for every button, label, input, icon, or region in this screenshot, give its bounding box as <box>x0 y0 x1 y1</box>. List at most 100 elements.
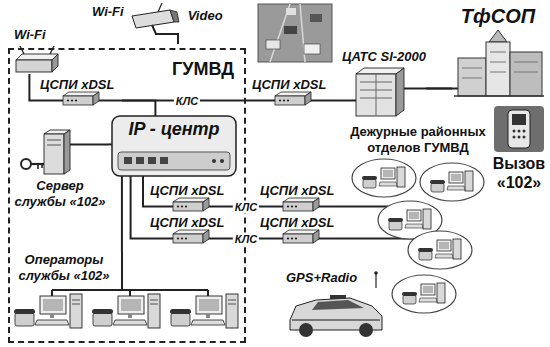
desk-icon <box>430 171 473 192</box>
modem-icon <box>63 92 99 105</box>
bus-line <box>121 252 123 290</box>
node-label: ЦСПИ xDSL <box>252 78 334 92</box>
node-label: ЦСПИ xDSL <box>150 184 232 198</box>
ip-center: IP - центр <box>112 116 236 176</box>
car-wheel <box>299 323 313 337</box>
key-tooth <box>41 164 43 168</box>
car-lightbar <box>330 295 346 299</box>
server-slot <box>47 145 61 146</box>
connector-line <box>342 206 346 208</box>
server-side <box>64 130 70 174</box>
camera-mount <box>152 25 178 44</box>
server-slot <box>47 140 61 141</box>
phone-key <box>513 136 516 139</box>
node-label: GPS+Radio <box>286 270 384 286</box>
phone-photo <box>494 106 544 152</box>
ip-port <box>124 157 132 164</box>
car-antenna <box>375 273 376 288</box>
duty-wire <box>346 206 388 208</box>
edge-label: КЛС <box>233 232 259 245</box>
edge-label: КЛС <box>233 200 259 213</box>
wifi-router: Wi-Fi <box>14 28 58 74</box>
modem-icon <box>275 92 311 105</box>
operators-group: Операторы службы «102» <box>12 252 242 340</box>
ip-led <box>220 159 224 163</box>
node-label: ГУМВД <box>172 58 234 80</box>
phone-key <box>513 130 516 133</box>
modem-box: ЦСПИ xDSL <box>260 216 342 246</box>
connector-line <box>143 176 150 207</box>
bus-drop <box>129 290 131 296</box>
car-wheel <box>359 323 373 337</box>
node-label: Операторы службы «102» <box>12 252 116 284</box>
building-spire <box>489 30 507 42</box>
car-box: GPS+Radio <box>286 270 384 340</box>
exchange-wire <box>404 88 458 90</box>
modem-icon <box>173 198 209 211</box>
building-window <box>462 68 482 69</box>
connector-line <box>121 176 123 252</box>
department-ellipse <box>420 163 484 201</box>
desk-icon <box>402 283 445 304</box>
duty-group: Дежурные районных отделов ГУМВД <box>346 124 490 316</box>
traffic-car <box>304 44 320 54</box>
node-label: Вызов «102» <box>492 154 546 192</box>
traffic-car <box>284 26 297 34</box>
connector-line <box>131 176 150 239</box>
connector-line <box>426 88 452 90</box>
node-label: Wi-Fi <box>92 4 124 20</box>
bus-drop <box>51 290 53 296</box>
building <box>510 52 542 96</box>
camera-antenna <box>158 3 162 12</box>
modem-box: ЦСПИ xDSL <box>260 184 342 214</box>
building-window <box>490 52 506 53</box>
workstation-icon <box>92 294 160 328</box>
ip-port <box>148 157 156 164</box>
ip-port <box>160 157 168 164</box>
modem-icon <box>283 230 319 243</box>
desk-icon <box>362 167 405 188</box>
exchange-wire <box>342 100 356 102</box>
traffic-car <box>310 14 322 22</box>
key-tooth <box>37 164 39 169</box>
phone-key <box>523 136 526 139</box>
traffic-car <box>286 8 296 15</box>
department-ellipse <box>392 275 456 313</box>
network-box: ТфСОП <box>452 4 544 98</box>
node-label: Дежурные районных отделов ГУМВД <box>346 124 490 156</box>
building <box>458 58 486 96</box>
building <box>486 42 510 96</box>
region-box: ГУМВДWi-FiЦСПИ xDSLIP - центрСервер служ… <box>8 48 246 343</box>
bus-drop <box>207 290 209 296</box>
edge-label: КЛС <box>174 94 200 107</box>
building-window <box>514 72 538 73</box>
camera-box: Wi-FiVideo <box>92 4 223 24</box>
camera-lens <box>170 10 179 22</box>
connector-line <box>334 100 342 102</box>
building-window <box>490 62 506 63</box>
modem-box: ЦСПИ xDSL <box>252 78 334 108</box>
department-ellipse <box>352 159 416 197</box>
modem-box: ЦСПИ xDSL <box>150 184 232 214</box>
car-stripe <box>292 319 380 321</box>
node-label: IP - центр <box>112 116 236 140</box>
car-window <box>312 300 364 310</box>
node-label: ЦСПИ xDSL <box>150 216 232 230</box>
car-antenna-tip <box>374 271 378 275</box>
key-ring <box>21 159 31 169</box>
node-label: ЦСПИ xDSL <box>260 216 342 230</box>
workstation-icon <box>170 294 238 328</box>
modem-box: ЦСПИ xDSL <box>150 216 232 246</box>
modem-box: ЦСПИ xDSL <box>40 78 122 108</box>
node-label: ЦСПИ xDSL <box>40 78 122 92</box>
phone-key <box>523 130 526 133</box>
mobile-phone <box>508 110 530 148</box>
building-window <box>462 78 482 79</box>
exchange-box: ЦАТС SI-2000 <box>342 50 426 120</box>
department-ellipse <box>408 231 472 269</box>
connector-line <box>342 238 346 240</box>
building-window <box>490 72 506 73</box>
